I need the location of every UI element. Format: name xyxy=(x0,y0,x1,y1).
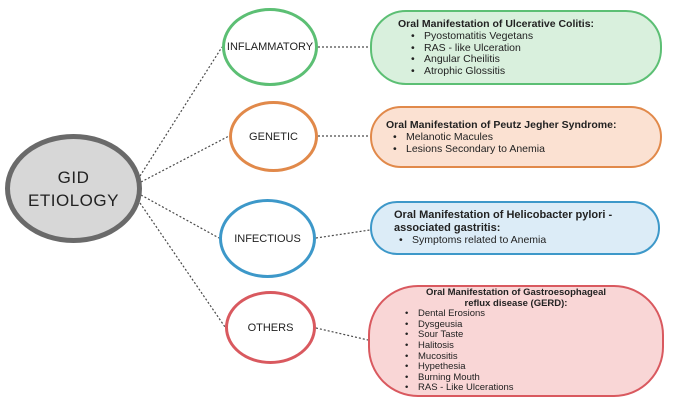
center-label-line1: GID xyxy=(57,167,90,187)
list-item: Lesions Secondary to Anemia xyxy=(393,143,660,156)
list-item: Atrophic Glossitis xyxy=(411,65,660,78)
list-item: Symptoms related to Anemia xyxy=(399,235,658,247)
connector-others-box xyxy=(315,327,369,341)
list-item: RAS - like Ulceration xyxy=(411,42,660,55)
connector-center-others xyxy=(139,202,226,328)
center-node-gid-etiology: GID ETIOLOGY xyxy=(5,134,142,243)
manifestation-box-peutz-jegher: Oral Manifestation of Peutz Jegher Syndr… xyxy=(370,106,662,168)
category-label: GENETIC xyxy=(249,130,298,143)
list-item: Dysgeusia xyxy=(405,319,662,331)
connector-infectious-box xyxy=(315,229,371,239)
manifestation-list: Symptoms related to Anemia xyxy=(394,235,658,247)
list-item: Pyostomatitis Vegetans xyxy=(411,30,660,43)
manifestation-list: Melanotic Macules Lesions Secondary to A… xyxy=(380,131,660,156)
category-label: INFLAMMATORY xyxy=(226,41,314,53)
manifestation-box-ulcerative-colitis: Oral Manifestation of Ulcerative Colitis… xyxy=(370,10,662,85)
manifestation-box-helicobacter-pylori: Oral Manifestation of Helicobacter pylor… xyxy=(370,201,660,255)
connector-center-genetic xyxy=(140,135,230,183)
box-title: Oral Manifestation of Peutz Jegher Syndr… xyxy=(386,119,617,131)
list-item: Angular Cheilitis xyxy=(411,53,660,66)
list-item: Burning Mouth xyxy=(405,372,662,384)
manifestation-box-gerd: Oral Manifestation of Gastroesophageal r… xyxy=(368,285,664,397)
list-item: Mucositis xyxy=(405,351,662,363)
category-node-others: OTHERS xyxy=(225,291,316,364)
category-node-genetic: GENETIC xyxy=(229,101,318,172)
list-item: Hypethesia xyxy=(405,361,662,373)
connector-center-infectious xyxy=(140,194,220,239)
list-item: Sour Taste xyxy=(405,330,662,341)
box-title: Oral Manifestation of Gastroesophageal r… xyxy=(425,287,606,309)
list-item: Melanotic Macules xyxy=(393,131,660,144)
category-label: OTHERS xyxy=(247,321,294,334)
list-item: Dental Erosions xyxy=(405,309,662,320)
list-item: Halitosis xyxy=(405,340,662,352)
category-node-infectious: INFECTIOUS xyxy=(219,199,316,278)
manifestation-list: Pyostomatitis Vegetans RAS - like Ulcera… xyxy=(398,30,660,78)
box-title: Oral Manifestation of Ulcerative Colitis… xyxy=(398,18,595,30)
manifestation-list: Dental Erosions Dysgeusia Sour Taste Hal… xyxy=(370,309,662,394)
center-label-line2: ETIOLOGY xyxy=(28,190,119,210)
connector-center-inflammatory xyxy=(139,46,223,177)
category-label: INFECTIOUS xyxy=(234,232,301,245)
category-node-inflammatory: INFLAMMATORY xyxy=(222,8,318,86)
box-title: Oral Manifestation of Helicobacter pylor… xyxy=(394,209,613,235)
list-item: RAS - Like Ulcerations xyxy=(405,383,662,394)
